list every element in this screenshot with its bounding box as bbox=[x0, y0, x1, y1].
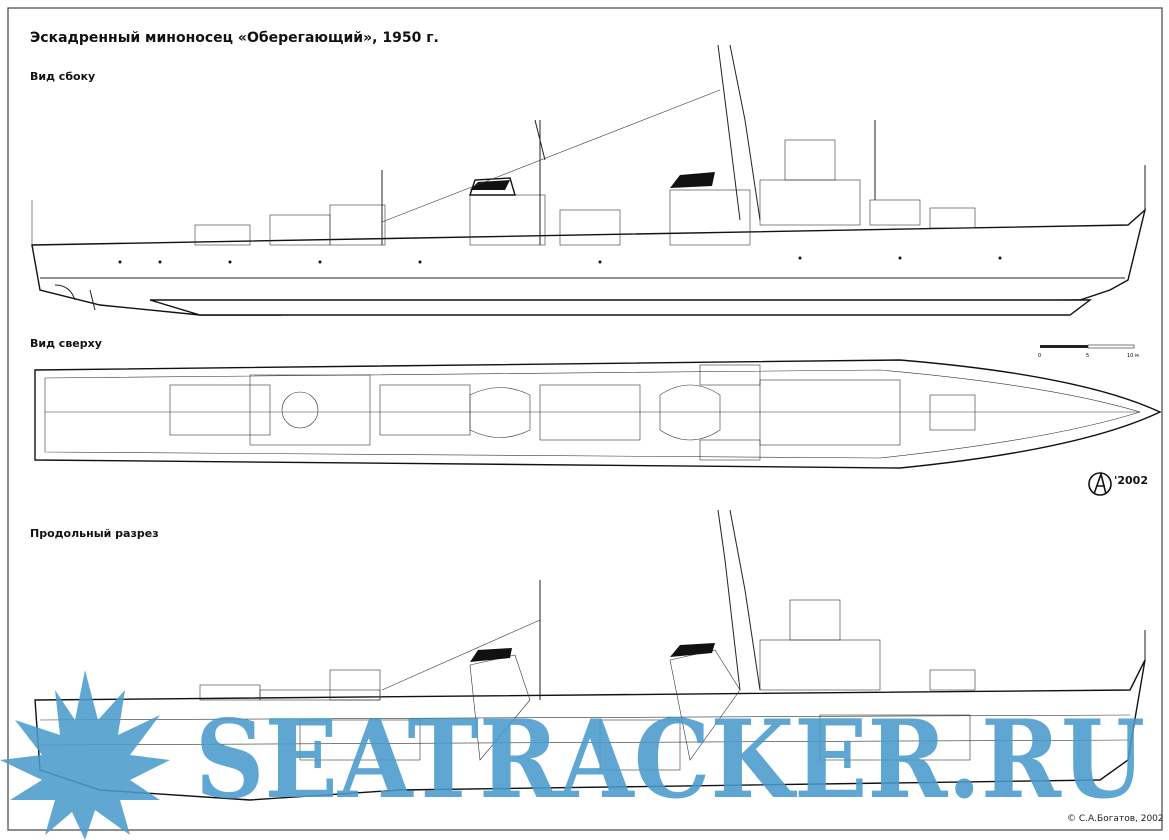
watermark: SEATRACKER.RU bbox=[0, 670, 1145, 840]
side-view bbox=[31, 44, 1147, 316]
monogram: '2002 bbox=[1088, 471, 1148, 496]
svg-text:'2002: '2002 bbox=[1114, 474, 1148, 487]
svg-text:5: 5 bbox=[1086, 353, 1089, 359]
top-view bbox=[34, 359, 1162, 469]
top-view-label: Вид сверху bbox=[30, 337, 102, 350]
copyright: © С.А.Богатов, 2002 bbox=[1067, 814, 1164, 824]
svg-text:SEATRACKER.RU: SEATRACKER.RU bbox=[195, 697, 1145, 823]
svg-text:0: 0 bbox=[1038, 353, 1041, 359]
drawing-title: Эскадренный миноносец «Оберегающий», 195… bbox=[30, 30, 439, 46]
section-view bbox=[34, 509, 1146, 801]
starburst-icon bbox=[0, 670, 170, 840]
scale-bar: 0 5 10 м bbox=[1038, 344, 1139, 359]
section-view-label: Продольный разрез bbox=[30, 527, 159, 540]
frame-border bbox=[7, 7, 1163, 831]
side-view-label: Вид сбоку bbox=[30, 70, 95, 83]
svg-text:10 м: 10 м bbox=[1127, 353, 1139, 359]
